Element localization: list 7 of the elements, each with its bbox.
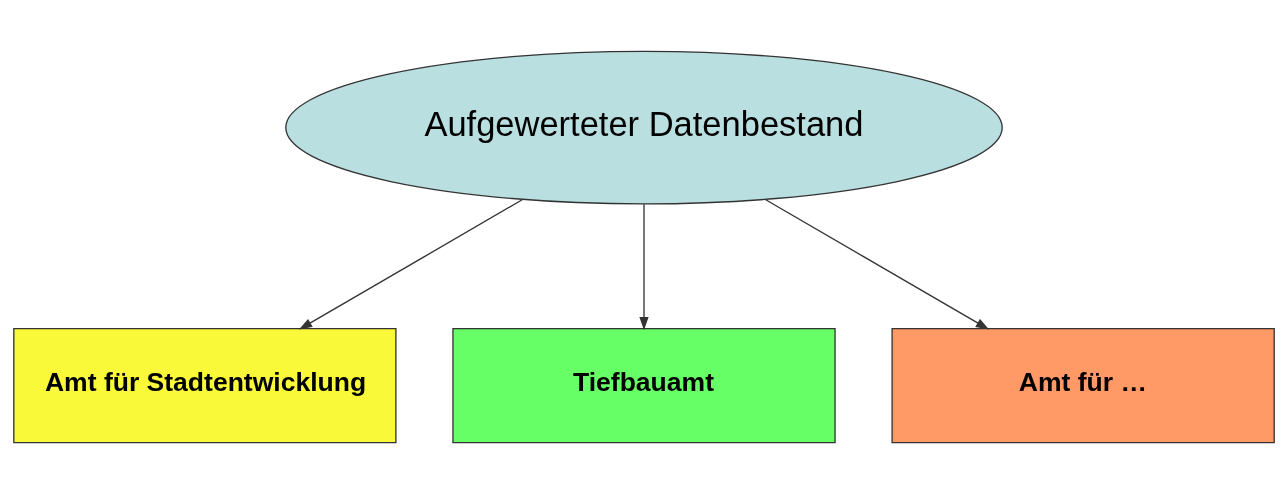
arrow [639, 203, 649, 331]
arrow [765, 199, 990, 330]
node-box: Tiefbauamt [452, 327, 836, 444]
node-ellipse: Aufgewerteter Datenbestand [285, 50, 1003, 205]
node-box: Amt für … [891, 327, 1275, 444]
node-box: Amt für Stadtentwicklung [13, 327, 397, 444]
arrow [298, 199, 523, 330]
